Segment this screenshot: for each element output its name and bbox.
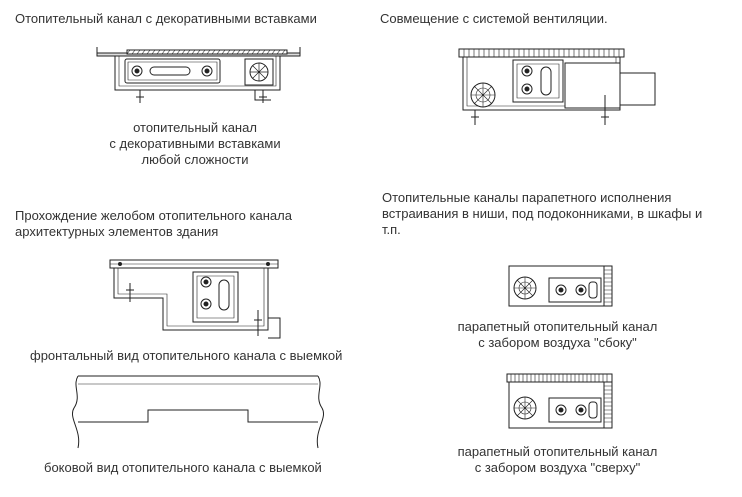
parapet-side-intake-caption: парапетный отопительный канал с забором … xyxy=(457,319,658,350)
groove-front-caption: фронтальный вид отопительного канала с в… xyxy=(30,348,343,363)
decorative-caption: отопительный канал с декоративными встав… xyxy=(109,120,281,167)
groove-front-view-drawing xyxy=(108,258,288,343)
decorative-channel-drawing xyxy=(95,45,305,110)
parapet-side-intake-drawing xyxy=(505,262,615,312)
parapet-section-title: Отопительные каналы парапетного исполнен… xyxy=(382,190,703,237)
ventilation-section-title: Совмещение с системой вентиляции. xyxy=(380,11,608,26)
parapet-top-intake-drawing xyxy=(505,372,615,434)
groove-section-title: Прохождение желобом отопительного канала… xyxy=(15,208,292,239)
ventilation-channel-drawing xyxy=(455,45,660,130)
groove-side-caption: боковой вид отопительного канала с выемк… xyxy=(44,460,322,475)
parapet-top-intake-caption: парапетный отопительный канал с забором … xyxy=(457,444,658,475)
groove-side-view-drawing xyxy=(60,372,340,457)
decorative-section-title: Отопительный канал с декоративными встав… xyxy=(15,11,317,26)
